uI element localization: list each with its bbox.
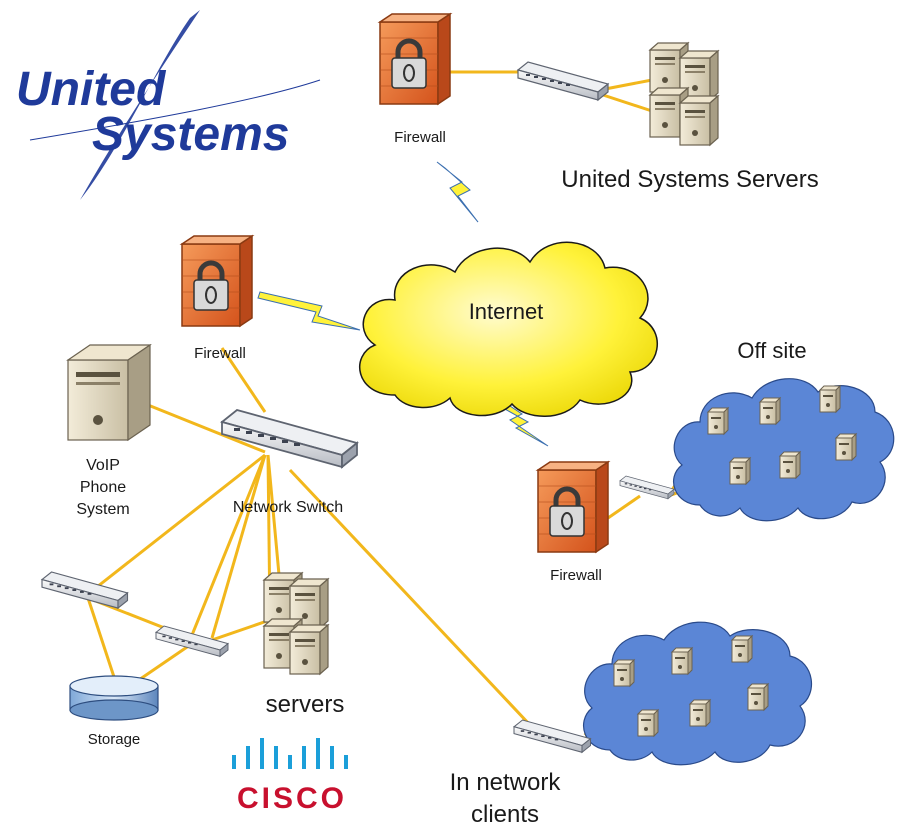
clients-label-line2: clients xyxy=(471,801,539,828)
cisco-wordmark: CISCO xyxy=(237,782,347,815)
clients-cloud xyxy=(582,621,813,766)
voip-label-line1: VoIP xyxy=(86,457,120,474)
united-servers-label: United Systems Servers xyxy=(561,166,818,193)
servers-label: servers xyxy=(266,691,345,718)
off-site-switch-icon xyxy=(619,475,675,500)
network-switch-icon xyxy=(221,409,358,468)
cisco-logo: CISCO xyxy=(232,738,348,815)
off-site-label: Off site xyxy=(737,338,806,363)
firewall-top-icon xyxy=(380,14,450,104)
firewall-left-label: Firewall xyxy=(194,345,246,362)
united-systems-logo: United Systems xyxy=(16,10,321,200)
united-servers-icon xyxy=(649,42,719,146)
storage-label: Storage xyxy=(88,731,141,748)
firewall-top-label: Firewall xyxy=(394,129,446,146)
top-switch-icon xyxy=(517,61,609,101)
firewall-right-label: Firewall xyxy=(550,567,602,584)
logo-line2: Systems xyxy=(92,108,289,161)
firewall-left-icon xyxy=(182,236,252,326)
network-switch-label: Network Switch xyxy=(233,499,343,516)
clients-label-line1: In network xyxy=(450,769,562,796)
internet-cloud: Internet xyxy=(359,241,658,417)
off-site-cloud: Off site xyxy=(672,338,895,522)
local-servers-icon xyxy=(263,572,329,675)
voip-label-line3: System xyxy=(76,501,129,518)
storage-switch-icon xyxy=(41,571,129,609)
side-switch-icon xyxy=(155,625,229,657)
wireless-links xyxy=(257,161,549,447)
clients-switch-icon xyxy=(513,719,592,753)
voip-label-line2: Phone xyxy=(80,479,126,496)
voip-server-icon xyxy=(66,343,152,442)
internet-label: Internet xyxy=(469,299,544,324)
firewall-right-icon xyxy=(538,462,608,552)
logo-line1: United xyxy=(16,63,167,116)
storage-disk-icon xyxy=(69,675,159,721)
